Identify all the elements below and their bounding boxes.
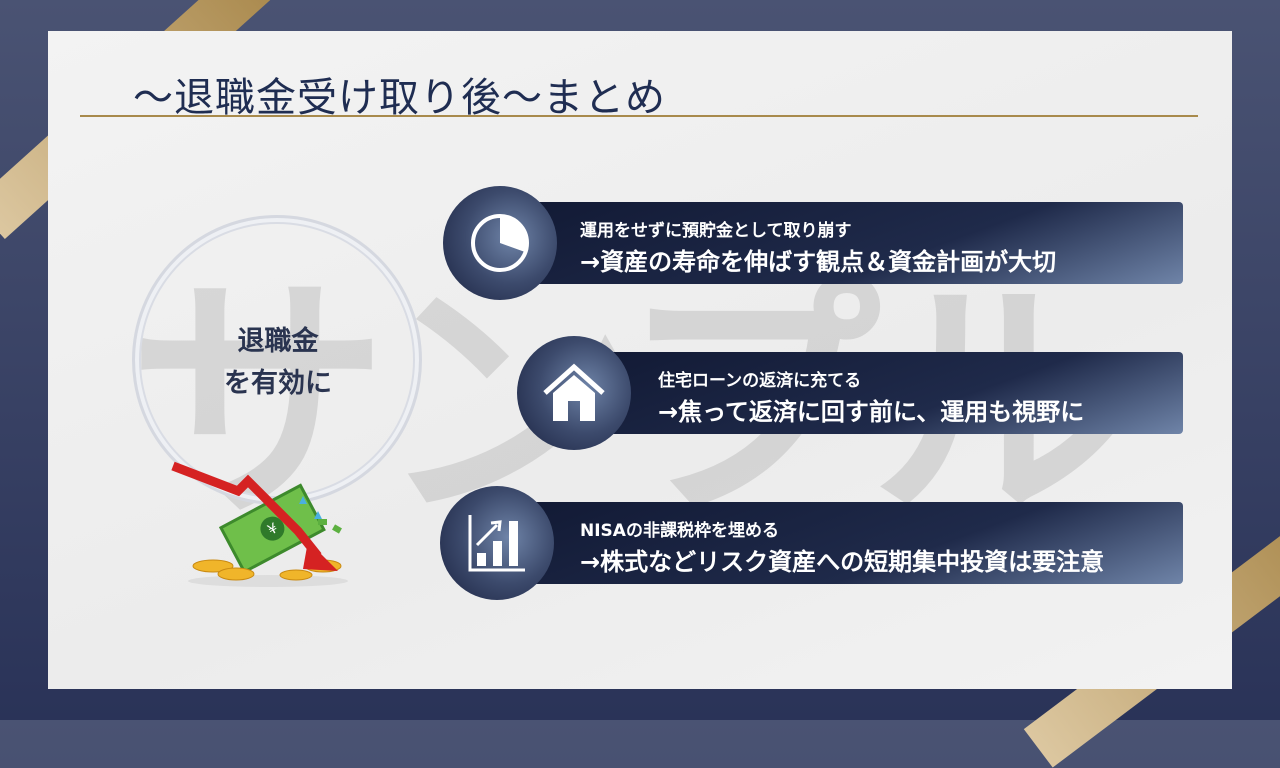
item-heading: NISAの非課税枠を埋める	[580, 521, 779, 541]
item-detail: →資産の寿命を伸ばす観点＆資金計画が大切	[580, 248, 1057, 276]
item-detail: →焦って返済に回す前に、運用も視野に	[658, 398, 1085, 426]
item-heading: 住宅ローンの返済に充てる	[658, 371, 862, 391]
center-label: 退職金 を有効に	[178, 321, 378, 405]
pie-chart-icon	[443, 186, 557, 300]
item-detail: →株式などリスク資産への短期集中投資は要注意	[580, 548, 1105, 576]
item-heading: 運用をせずに預貯金として取り崩す	[580, 221, 852, 241]
summary-item-1: 運用をせずに預貯金として取り崩す →資産の寿命を伸ばす観点＆資金計画が大切	[530, 202, 1183, 284]
falling-money-illustration: ¥	[171, 461, 348, 587]
summary-item-3: NISAの非課税枠を埋める →株式などリスク資産への短期集中投資は要注意	[530, 502, 1183, 584]
summary-item-2: 住宅ローンの返済に充てる →焦って返済に回す前に、運用も視野に	[600, 352, 1183, 434]
growth-chart-icon	[440, 486, 554, 600]
center-line2: を有効に	[224, 368, 332, 399]
title-divider	[80, 115, 1198, 117]
center-line1: 退職金	[237, 326, 319, 357]
house-icon	[517, 336, 631, 450]
slide-title: ～退職金受け取り後～まとめ	[133, 75, 666, 121]
slide-panel: サンプル ～退職金受け取り後～まとめ 退職金 を有効に ¥ 運用をせずに預貯金と…	[48, 31, 1232, 689]
